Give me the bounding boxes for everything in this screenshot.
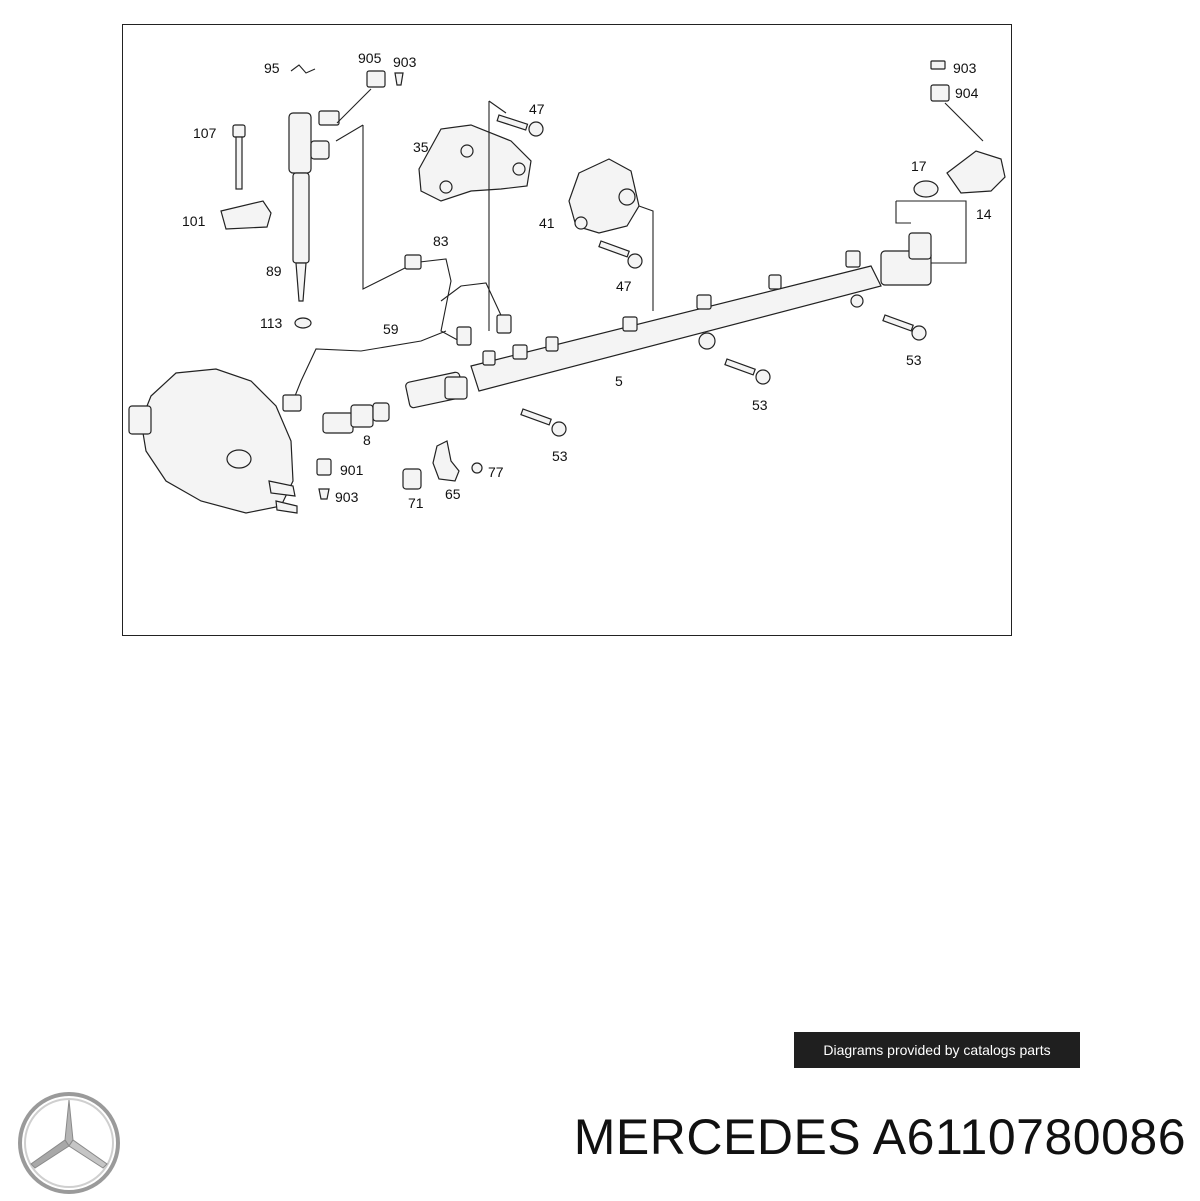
callout-71: 71 bbox=[408, 495, 424, 511]
connector-901 bbox=[316, 458, 332, 500]
injector-bolt bbox=[232, 124, 246, 190]
callout-17: 17 bbox=[911, 158, 927, 174]
seal-95 bbox=[290, 64, 316, 74]
callout-53-low: 53 bbox=[552, 448, 568, 464]
bracket-41 bbox=[568, 158, 640, 234]
high-pressure-pump bbox=[128, 368, 298, 514]
part-number: A6110780086 bbox=[872, 1109, 1186, 1165]
seal-washer bbox=[294, 317, 312, 329]
screw-77 bbox=[471, 462, 483, 474]
fuel-line-59 bbox=[282, 330, 447, 412]
callout-59: 59 bbox=[383, 321, 399, 337]
callout-89: 89 bbox=[266, 263, 282, 279]
callout-65: 65 bbox=[445, 486, 461, 502]
callout-5: 5 bbox=[615, 373, 623, 389]
callout-8: 8 bbox=[363, 432, 371, 448]
callout-41: 41 bbox=[539, 215, 555, 231]
sensor-8 bbox=[322, 402, 390, 434]
callout-95: 95 bbox=[264, 60, 280, 76]
callout-47-lower: 47 bbox=[616, 278, 632, 294]
callout-14: 14 bbox=[976, 206, 992, 222]
fuel-rail bbox=[470, 232, 932, 392]
watermark-banner: Diagrams provided by catalogs parts bbox=[794, 1032, 1080, 1068]
callout-903-top: 903 bbox=[953, 60, 977, 76]
callout-901: 901 bbox=[340, 462, 364, 478]
bolt-53c bbox=[520, 408, 567, 437]
callout-107: 107 bbox=[193, 125, 217, 141]
pressure-sensor bbox=[930, 60, 1006, 194]
part-title: MERCEDES A6110780086 bbox=[574, 1108, 1186, 1166]
brand-name: MERCEDES bbox=[573, 1109, 862, 1165]
callout-35: 35 bbox=[413, 139, 429, 155]
callout-77: 77 bbox=[488, 464, 504, 480]
bracket-35 bbox=[418, 124, 532, 202]
bolt-47b bbox=[598, 240, 643, 269]
injector bbox=[288, 110, 340, 302]
rail-valve bbox=[405, 371, 468, 409]
callout-113: 113 bbox=[260, 315, 283, 331]
callout-101: 101 bbox=[182, 213, 206, 229]
injector-clamp bbox=[220, 200, 272, 230]
o-ring-17 bbox=[913, 180, 939, 198]
bolt-47a bbox=[496, 114, 544, 137]
sleeve-71 bbox=[402, 468, 422, 490]
callout-904: 904 bbox=[955, 85, 979, 101]
callout-83: 83 bbox=[433, 233, 449, 249]
connector-905 bbox=[366, 70, 404, 88]
parts-diagram: 95 905 903 107 101 89 113 47 35 83 59 41… bbox=[128, 50, 1006, 514]
callout-903: 903 bbox=[393, 54, 417, 70]
callout-53-mid: 53 bbox=[752, 397, 768, 413]
bolt-53a bbox=[882, 314, 927, 341]
parts-diagram-frame: 95 905 903 107 101 89 113 47 35 83 59 41… bbox=[122, 24, 1012, 636]
fuel-line-83 bbox=[404, 254, 512, 346]
callout-905: 905 bbox=[358, 50, 382, 66]
mercedes-star-icon bbox=[16, 1090, 122, 1201]
bolt-53b bbox=[724, 358, 771, 385]
clip-65 bbox=[432, 440, 460, 482]
callout-47: 47 bbox=[529, 101, 545, 117]
callout-53: 53 bbox=[906, 352, 922, 368]
callout-903-low: 903 bbox=[335, 489, 359, 505]
